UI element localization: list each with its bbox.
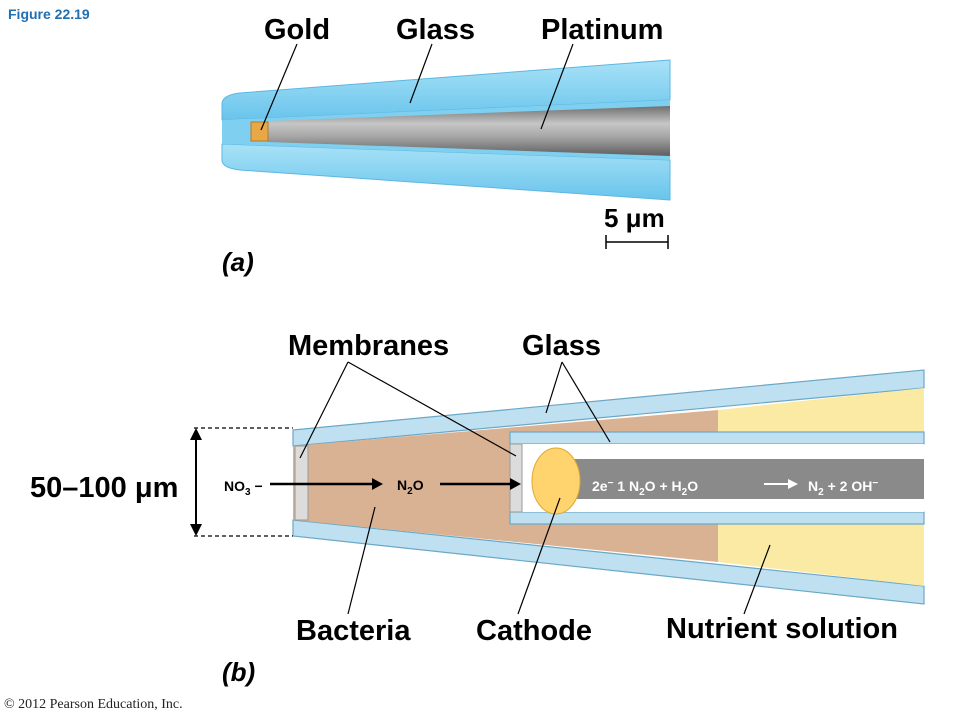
nutrient-region bbox=[718, 388, 924, 586]
figure-label: Figure 22.19 bbox=[8, 6, 90, 22]
gold-label: Gold bbox=[264, 14, 331, 46]
outer-glass-b bbox=[292, 369, 925, 605]
nitrous-oxide-label: N2O bbox=[397, 477, 424, 497]
platinum-wire bbox=[268, 106, 670, 156]
cathode-wire bbox=[570, 459, 924, 499]
glass-label-b: Glass bbox=[522, 330, 601, 362]
platinum-label: Platinum bbox=[541, 14, 664, 46]
copyright: © 2012 Pearson Education, Inc. bbox=[4, 697, 183, 712]
reaction-left: 2e− 1 N2O + H2O bbox=[592, 478, 698, 498]
panel-b-label: (b) bbox=[222, 657, 256, 687]
scale-bar-label: 5 μm bbox=[604, 203, 665, 233]
gold-tip bbox=[250, 121, 269, 142]
width-label: 50–100 μm bbox=[30, 472, 179, 504]
membranes-label: Membranes bbox=[288, 330, 450, 362]
nitrate-label: NO3 − bbox=[224, 478, 263, 498]
leader-lines-a bbox=[260, 43, 574, 131]
panel-a-label: (a) bbox=[222, 247, 254, 277]
scale-bar bbox=[605, 235, 669, 249]
flow-arrows bbox=[270, 478, 798, 490]
width-bracket bbox=[190, 427, 293, 537]
cathode bbox=[531, 447, 581, 515]
cathode-label: Cathode bbox=[476, 615, 592, 647]
nutrient-solution-label: Nutrient solution bbox=[666, 613, 898, 645]
leader-lines-b bbox=[299, 361, 771, 615]
glass-label-a: Glass bbox=[396, 14, 475, 46]
bacteria-label: Bacteria bbox=[296, 615, 411, 647]
reaction-right: N2 + 2 OH− bbox=[808, 478, 878, 498]
